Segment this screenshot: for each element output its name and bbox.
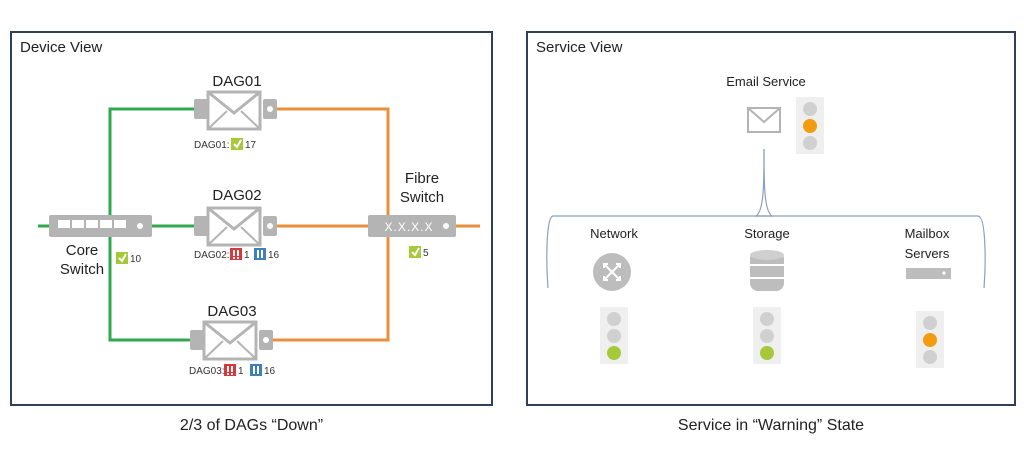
orange-links <box>272 107 480 342</box>
dag02-label: DAG02 <box>212 187 261 204</box>
storage-light-green <box>760 346 774 360</box>
network-label: Network <box>590 226 638 241</box>
email-service-label: Email Service <box>726 74 805 89</box>
fibre-switch-label-line2: Switch <box>400 189 444 206</box>
dag01-label: DAG01 <box>212 73 261 90</box>
core-switch-node[interactable]: Core Switch 10 <box>49 215 152 278</box>
mailbox-label-line2: Servers <box>905 246 950 261</box>
fibre-switch-label-line1: Fibre <box>405 170 439 187</box>
dag03-label: DAG03 <box>207 303 256 320</box>
email-light-top <box>803 102 817 116</box>
fibre-switch-icon <box>368 215 456 237</box>
dag02-paused-icon <box>254 248 266 260</box>
dag02-critical-count: 1 <box>244 250 250 261</box>
storage-traffic-light <box>753 307 781 364</box>
device-diagram: DAG01 DAG01: 17 DAG02 DAG02: <box>38 73 480 377</box>
dag03-critical-count: 1 <box>238 366 244 377</box>
email-light-middle <box>803 119 817 133</box>
storage-node[interactable]: Storage <box>744 226 790 364</box>
email-light-bottom <box>803 136 817 150</box>
dag02-node[interactable]: DAG02 DAG02: 1 16 <box>194 187 280 261</box>
device-view-caption: 2/3 of DAGs “Down” <box>179 417 324 434</box>
core-switch-label-line2: Switch <box>60 261 104 278</box>
email-service-node[interactable]: Email Service <box>726 74 824 154</box>
mailbox-server-icon <box>906 268 951 279</box>
email-service-traffic-light <box>796 97 824 154</box>
storage-label: Storage <box>744 226 790 241</box>
core-switch-label-line1: Core <box>66 242 99 259</box>
dag01-ok-count: 17 <box>245 140 257 151</box>
device-view-title: Device View <box>20 39 103 56</box>
dag03-paused-icon <box>250 364 262 376</box>
dag02-critical-icon <box>230 248 242 260</box>
service-diagram: Email Service Network <box>546 74 986 368</box>
mailbox-light-orange <box>923 333 937 347</box>
mailbox-traffic-light <box>916 311 944 368</box>
dag03-left-connector <box>190 330 204 350</box>
storage-database-icon <box>750 250 784 291</box>
service-view-panel: Service View Email Service Network <box>526 31 1016 406</box>
dag01-left-connector <box>194 99 208 119</box>
device-view-panel: Device View DAG01 DAG01: 1 <box>10 31 493 406</box>
network-traffic-light <box>600 307 628 364</box>
dag01-status-prefix: DAG01: <box>194 140 230 151</box>
dag02-left-connector <box>194 216 208 236</box>
mailbox-servers-node[interactable]: Mailbox Servers <box>905 226 951 368</box>
fibre-switch-node[interactable]: Fibre Switch X.X.X.X 5 <box>368 170 456 259</box>
dag02-status-prefix: DAG02: <box>194 250 230 261</box>
mailbox-label-line1: Mailbox <box>905 226 950 241</box>
service-view-title: Service View <box>536 39 623 56</box>
network-light-green <box>607 346 621 360</box>
dag03-paused-count: 16 <box>264 366 276 377</box>
dag03-node[interactable]: DAG03 DAG03: 1 16 <box>189 303 276 377</box>
core-switch-ok-count: 10 <box>130 254 142 265</box>
hierarchy-brace <box>546 148 775 289</box>
dag03-status-prefix: DAG03: <box>189 366 225 377</box>
fibre-switch-ok-count: 5 <box>423 248 429 259</box>
dag01-node[interactable]: DAG01 DAG01: 17 <box>194 73 277 151</box>
dag03-critical-icon <box>224 364 236 376</box>
dag02-paused-count: 16 <box>268 250 280 261</box>
network-node[interactable]: Network <box>590 226 638 364</box>
fibre-switch-display: X.X.X.X <box>384 220 433 234</box>
service-view-caption: Service in “Warning” State <box>677 417 865 434</box>
